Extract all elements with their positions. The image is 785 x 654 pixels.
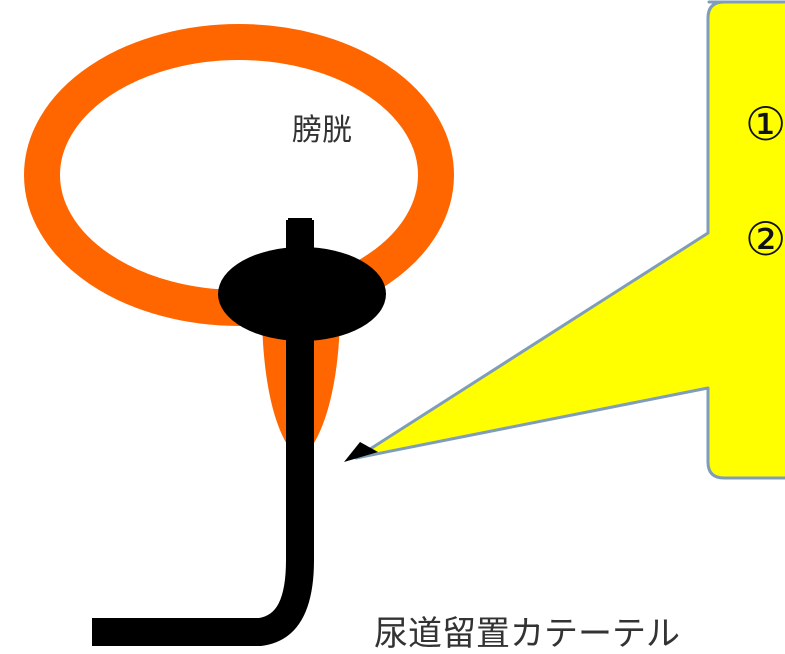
catheter-label: 尿道留置カテーテル (374, 614, 680, 654)
callout-arrowhead (344, 442, 378, 462)
bladder-label: 膀胱 (292, 113, 352, 148)
catheter-balloon (218, 247, 386, 341)
callout-item-1: ① (745, 97, 785, 151)
callout-item-2: ② (745, 212, 785, 266)
callout-bubble (354, 0, 785, 480)
catheter-tube (92, 220, 314, 646)
